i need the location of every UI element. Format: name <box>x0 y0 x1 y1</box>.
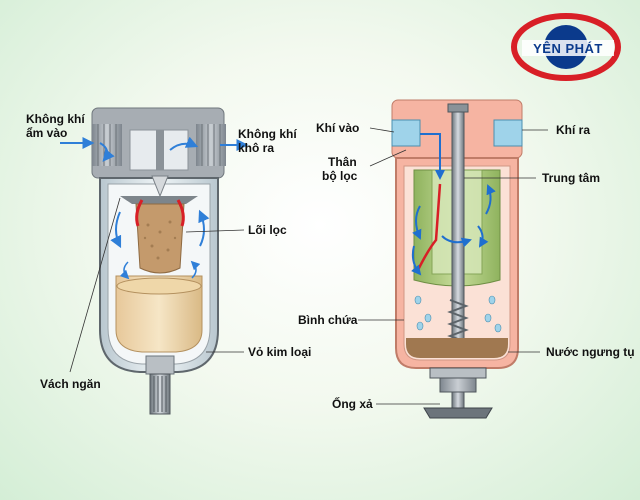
right-drain-stem <box>451 391 465 409</box>
left-sediment-bowl <box>115 275 203 353</box>
brand-logo: YÊN PHÁT <box>511 13 621 81</box>
label-condensate: Nước ngưng tụ <box>546 345 635 359</box>
label-dry-air-out-1: Không khí <box>238 127 297 141</box>
leader-filter-core <box>185 229 245 233</box>
left-drain-stem <box>149 373 171 415</box>
logo-ring <box>511 13 621 81</box>
brand-name: YÊN PHÁT <box>533 41 603 56</box>
label-dry-air-out-2: khô ra <box>238 141 274 155</box>
left-center-nozzle <box>151 175 169 198</box>
left-inlet-port <box>92 124 122 166</box>
label-body-1: Thân <box>328 155 357 169</box>
label-body-2: bộ lọc <box>322 169 358 183</box>
label-drain: Ống xả <box>332 396 373 411</box>
right-condensate <box>406 338 508 358</box>
right-spring <box>447 299 469 343</box>
left-filter: Không khí ẩm vào Không khí khô ra Lõi lọ… <box>26 107 311 415</box>
label-air-in: Khí vào <box>316 121 359 135</box>
right-drain-nut <box>429 367 487 379</box>
leader-baffle <box>69 197 121 373</box>
right-drain-handle <box>423 407 493 419</box>
label-moist-air-in-1: Không khí <box>26 112 85 126</box>
left-baffle <box>120 196 198 204</box>
right-filter: Khí vào Khí ra Thân bộ lọc Trung tâm Bìn… <box>298 99 635 419</box>
label-bowl: Bình chứa <box>298 313 358 327</box>
label-metal-shell: Vỏ kim loại <box>248 345 311 359</box>
left-drain-body <box>145 355 175 375</box>
label-filter-core: Lõi lọc <box>248 223 287 237</box>
left-filter-core <box>135 203 185 274</box>
label-baffle: Vách ngăn <box>40 377 101 391</box>
label-center: Trung tâm <box>542 171 600 185</box>
right-outlet-port <box>493 119 523 147</box>
right-inlet-port <box>391 119 421 147</box>
label-moist-air-in-2: ẩm vào <box>26 126 67 140</box>
label-air-out: Khí ra <box>556 123 590 137</box>
